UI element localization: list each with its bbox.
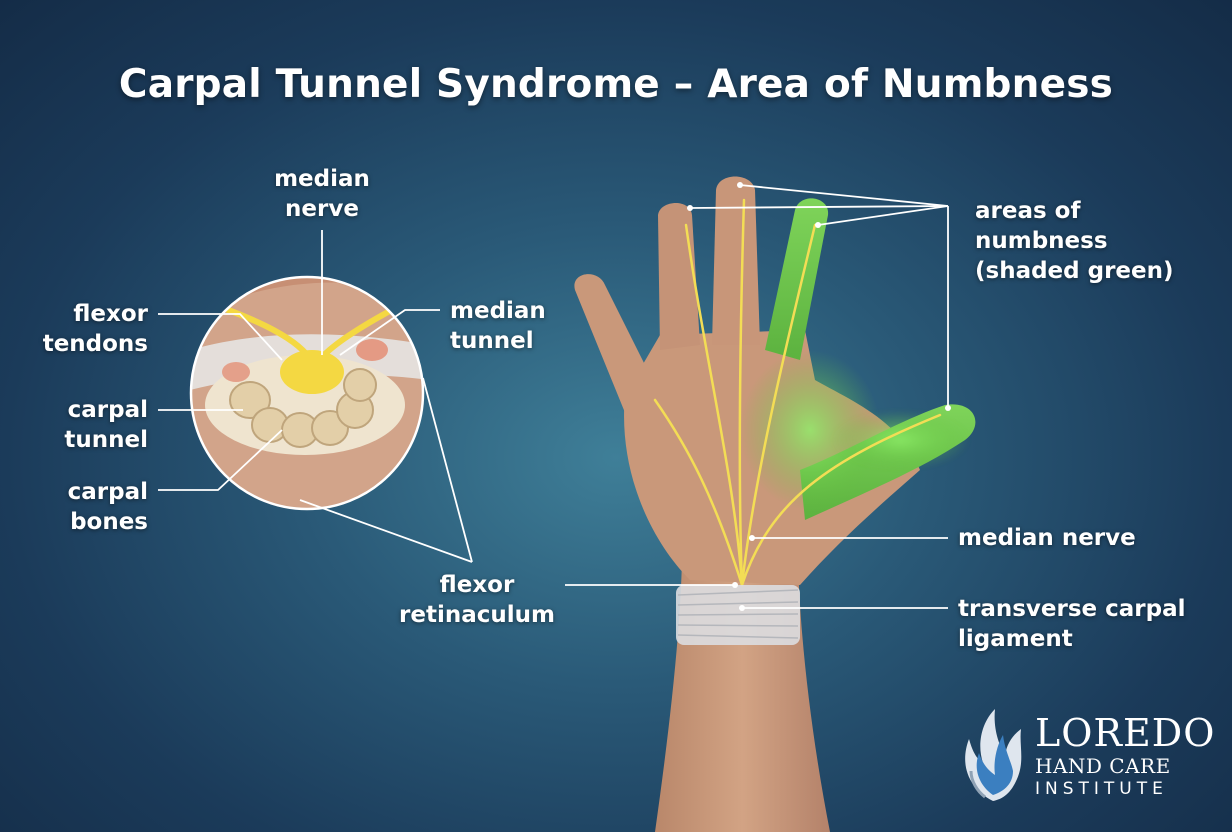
logo-line-1: LOREDO xyxy=(1035,711,1216,755)
little-finger xyxy=(658,202,700,350)
hand-flame-logo-icon xyxy=(965,709,1022,801)
logo: LOREDO HAND CARE INSTITUTE xyxy=(955,705,1214,805)
hand-illustration xyxy=(574,176,976,832)
logo-line-2: HAND CARE xyxy=(1035,754,1171,778)
leader-lines xyxy=(158,184,949,609)
wrist-ligament xyxy=(676,585,800,645)
page-title: Carpal Tunnel Syndrome – Area of Numbnes… xyxy=(118,62,1114,107)
ring-finger xyxy=(712,176,760,345)
cross-section-circle xyxy=(189,275,425,511)
logo-line-3: INSTITUTE xyxy=(1035,779,1168,799)
index-finger xyxy=(574,274,660,420)
label-median-nerve-right: median nerve xyxy=(958,525,1136,551)
median-nerve-branches xyxy=(653,198,942,587)
numbness-area xyxy=(740,350,880,510)
